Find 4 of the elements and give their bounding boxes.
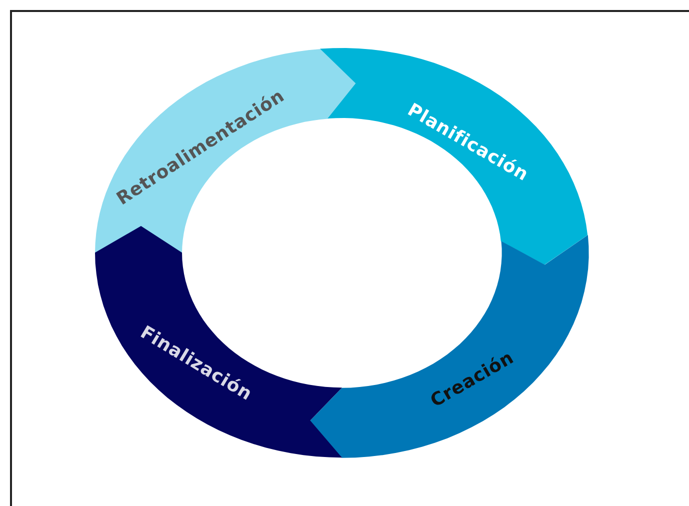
cycle-arrow-segment — [310, 235, 589, 458]
cycle-arrow-segment — [95, 48, 356, 253]
cycle-arrow-segment — [320, 48, 588, 265]
cycle-arrow-segment — [95, 226, 342, 458]
